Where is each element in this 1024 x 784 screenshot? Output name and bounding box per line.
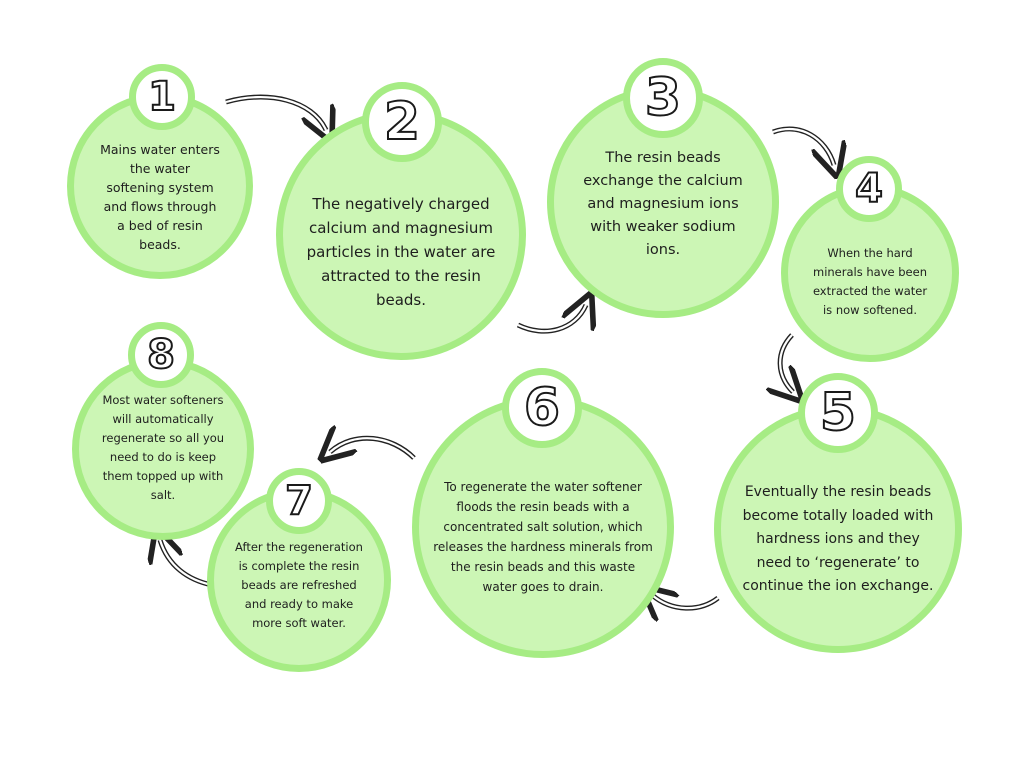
step-1-number-badge: 1: [129, 64, 195, 130]
step-1-circle: [67, 93, 253, 279]
step-1-text: Mains water enters the water softening s…: [100, 142, 220, 252]
step-4-text: When the hard minerals have been extract…: [812, 246, 928, 317]
step-7-number-badge: 7: [266, 468, 332, 534]
step-1-number: 1: [147, 74, 177, 120]
step-3-text: The resin beads exchange the calcium and…: [583, 149, 743, 258]
arrow-7-to-8: [160, 540, 213, 588]
step-2-number: 2: [383, 92, 421, 152]
step-5-number-badge: 5: [798, 373, 878, 453]
step-8-text: Most water softeners will automatically …: [101, 393, 225, 502]
step-2-number-badge: 2: [362, 82, 442, 162]
step-4-number: 4: [854, 166, 884, 212]
step-3-number-badge: 3: [623, 58, 703, 138]
step-7-text: After the regeneration is complete the r…: [235, 539, 363, 630]
step-6-number: 6: [523, 378, 561, 438]
arrow-1-to-2: [225, 94, 326, 130]
step-6-text: To regenerate the water softener floods …: [433, 480, 653, 594]
step-4-number-badge: 4: [836, 156, 902, 222]
step-3-number: 3: [644, 68, 682, 128]
step-6-number-badge: 6: [502, 368, 582, 448]
step-8-circle: [72, 358, 254, 540]
step-5-text: Eventually the resin beads become totall…: [742, 484, 934, 595]
step-8-number-badge: 8: [128, 322, 194, 388]
step-5-number: 5: [819, 383, 857, 443]
step-7-number: 7: [284, 478, 314, 524]
step-8-number: 8: [146, 332, 176, 378]
step-2-text: The negatively charged calcium and magne…: [306, 195, 496, 309]
